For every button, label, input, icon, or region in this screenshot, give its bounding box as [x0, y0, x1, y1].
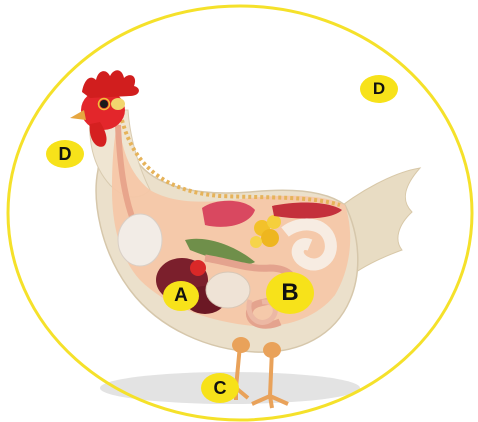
ovary-3	[261, 229, 279, 247]
heart	[190, 260, 206, 276]
right-thigh	[263, 342, 281, 358]
ovary-2	[267, 215, 281, 229]
label-d-outer: D	[360, 75, 398, 103]
crop	[118, 214, 162, 266]
eye	[100, 100, 108, 108]
label-a: A	[163, 281, 199, 311]
brain	[111, 98, 125, 110]
beak	[70, 110, 86, 120]
gizzard	[206, 272, 250, 308]
label-d-head: D	[46, 140, 84, 168]
left-thigh	[232, 337, 250, 353]
comb	[82, 70, 139, 98]
label-b: B	[266, 272, 314, 314]
ovary-4	[250, 236, 262, 248]
label-c: C	[201, 373, 239, 403]
